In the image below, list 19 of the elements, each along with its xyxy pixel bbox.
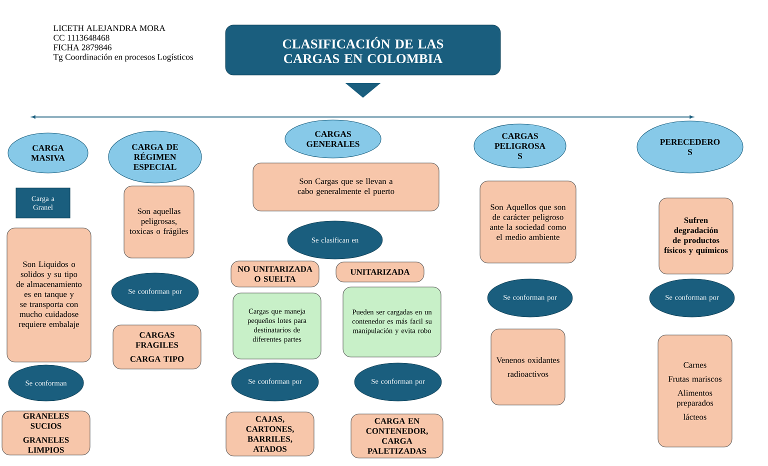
description-box: Son Aquellos que son de carácter peligroso ante la sociedad como el medio ambiente [480,180,576,264]
description-box: Son Cargas que se llevan a cabo generalmente el puerto [252,162,440,212]
description-box: CAJAS, CARTONES, BARRILES, ATADOS [226,412,314,456]
description-box: CARGA EN CONTENEDOR, CARGA PALETIZADAS [350,414,444,458]
label: CC 1113648468 [54,34,110,41]
label: Tg Coordinación en procesos Logísticos [53,54,194,62]
description-box: Venenos oxidantes radioactivos [490,328,566,406]
description-box: Son Liquidos o solidos y su tipo de almacenamiento es en tanque y se transporta con mucho cuidadose requiere embalaje [6,228,92,362]
label: FICHA 2879846 [54,44,112,50]
description-box: CARGAS FRAGILES CARGA TIPO [112,324,202,370]
description-box: Sufren degradación de productos físicos y químicos [658,198,734,274]
description-box: Carnes Frutas mariscos Alimentos preparados lácteos [658,334,732,448]
description-box: GRANELES SUCIOS GRANELES LIMPIOS [2,410,90,456]
description-box: UNITARIZADA [336,262,424,282]
label: LICETH ALEJANDRA MORA [54,25,166,32]
description-box: NO UNITARIZADA O SUELTA [230,260,320,288]
author-info: LICETH ALEJANDRA MORA CC 1113648468 FICHA 2879846 Tg Coordinación en procesos Logísticos [53,25,194,62]
description-box: Son aquellas peligrosas, toxicas o frágiles [124,186,194,258]
title-box: CLASIFICACIÓN DE LAS CARGAS EN COLOMBIA [225,24,501,76]
